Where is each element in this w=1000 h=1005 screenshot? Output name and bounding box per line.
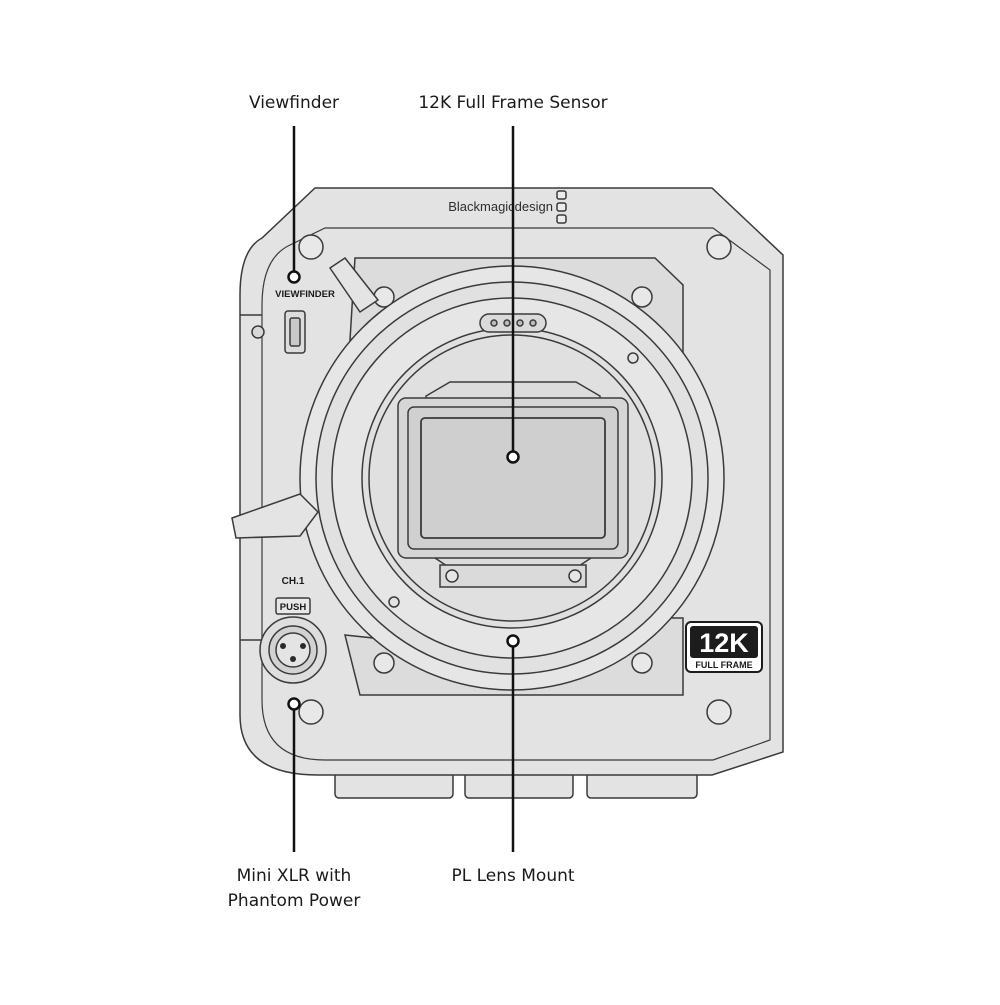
12k-badge: 12K FULL FRAME <box>685 621 763 673</box>
corner-screws <box>298 234 732 725</box>
sensor-callout: 12K Full Frame Sensor <box>418 93 608 113</box>
lens-mount-callout: PL Lens Mount <box>451 866 575 886</box>
brand-logo-text: Blackmagicdesign <box>448 199 553 214</box>
viewfinder-callout: Viewfinder <box>248 93 340 113</box>
camera-feet <box>334 771 698 799</box>
badge-main-text: 12K <box>699 628 749 658</box>
xlr-callout-line1: Mini XLR with <box>236 866 352 886</box>
viewfinder-port-label: VIEWFINDER <box>275 289 335 300</box>
sensor-leader <box>506 126 520 464</box>
lens-mount-leader <box>506 634 520 852</box>
xlr-callout-line2: Phantom Power <box>227 891 361 911</box>
viewfinder-leader <box>287 126 301 284</box>
mini-xlr-connector <box>259 616 327 684</box>
badge-sub-text: FULL FRAME <box>695 660 752 670</box>
push-label: PUSH <box>280 602 307 613</box>
channel-label: CH.1 <box>282 576 305 587</box>
xlr-leader <box>287 697 301 852</box>
